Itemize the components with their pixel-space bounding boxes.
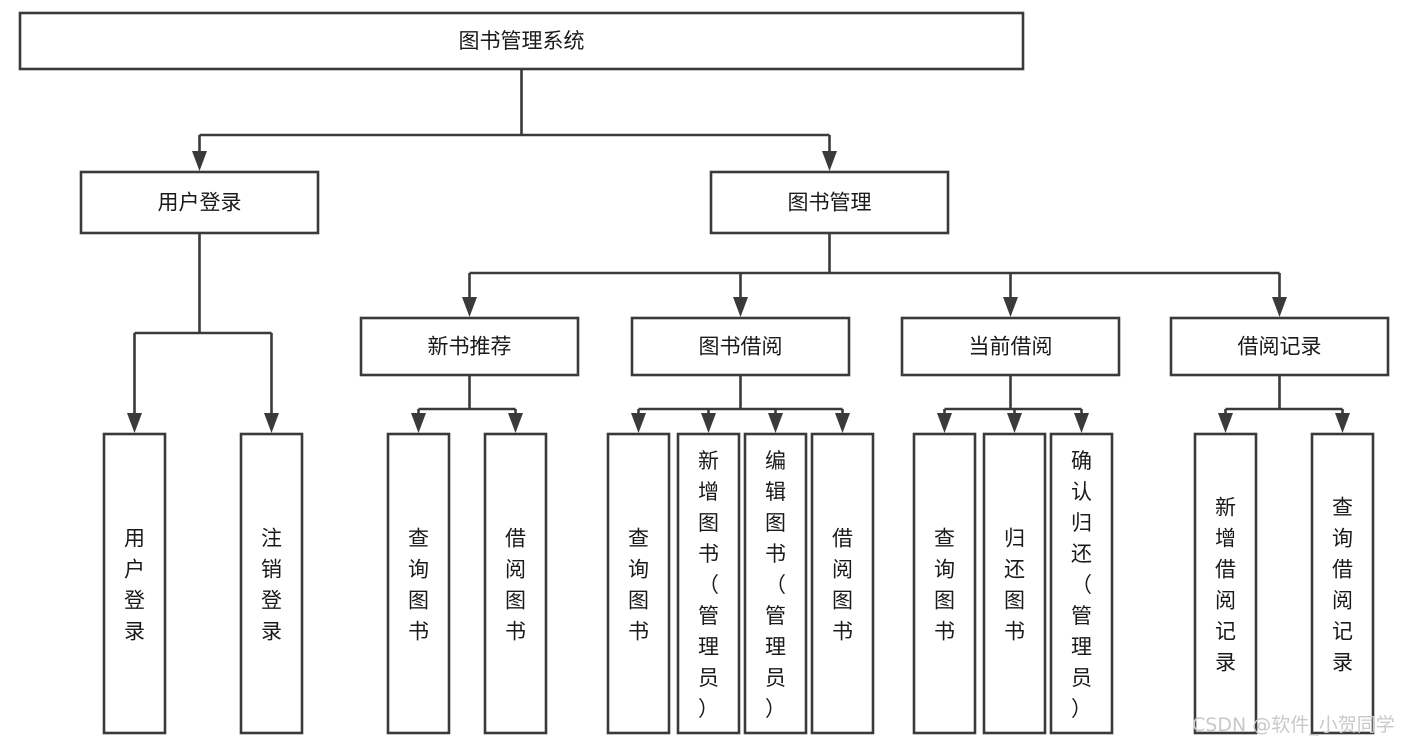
node-new-book-recommend[interactable]: 新书推荐: [359, 316, 580, 377]
arrow-icon-new-book-recommend: [462, 297, 477, 317]
arrow-icon-leaf-add-book: [701, 413, 716, 433]
node-box-root: [18, 11, 1025, 71]
arrow-icon-book-manage: [822, 151, 837, 171]
node-box-borrow-record: [1169, 316, 1390, 377]
node-label-leaf-edit-book: 编辑图书（管理员）: [765, 449, 786, 721]
node-user-login[interactable]: 用户登录: [79, 170, 320, 235]
node-leaf-query-book-current[interactable]: 查询图书: [912, 432, 977, 735]
arrow-icon-leaf-return-book: [1007, 413, 1022, 433]
node-leaf-add-record[interactable]: 新增借阅记录: [1193, 432, 1258, 735]
arrow-icon-leaf-query-book-current: [937, 413, 952, 433]
node-leaf-add-book[interactable]: 新增图书（管理员）: [676, 432, 741, 735]
arrow-icon-leaf-logout: [264, 413, 279, 433]
arrow-icon-leaf-query-book-rec: [411, 413, 426, 433]
edges-layer: [127, 69, 1350, 433]
arrow-icon-leaf-add-record: [1218, 413, 1233, 433]
node-label-leaf-borrow-book: 借阅图书: [832, 527, 853, 644]
node-box-leaf-add-book: [676, 432, 741, 735]
arrow-icon-leaf-edit-book: [768, 413, 783, 433]
node-label-leaf-query-record: 查询借阅记录: [1332, 496, 1353, 675]
node-box-leaf-user-login: [102, 432, 167, 735]
node-box-user-login: [79, 170, 320, 235]
arrow-icon-leaf-user-login: [127, 413, 142, 433]
node-label-user-login: 用户登录: [158, 191, 242, 215]
node-borrow-record[interactable]: 借阅记录: [1169, 316, 1390, 377]
node-label-leaf-query-book-current: 查询图书: [934, 527, 955, 644]
node-root[interactable]: 图书管理系统: [18, 11, 1025, 71]
node-box-leaf-logout: [239, 432, 304, 735]
node-leaf-confirm-return[interactable]: 确认归还（管理员）: [1049, 432, 1114, 735]
node-box-book-manage: [709, 170, 950, 235]
arrow-icon-leaf-borrow-book-rec: [508, 413, 523, 433]
node-label-borrow-record: 借阅记录: [1238, 335, 1322, 359]
node-label-leaf-logout: 注销登录: [261, 527, 282, 644]
arrow-icon-leaf-borrow-book: [835, 413, 850, 433]
node-label-book-manage: 图书管理: [788, 191, 872, 215]
node-leaf-logout[interactable]: 注销登录: [239, 432, 304, 735]
arrow-icon-leaf-query-record: [1335, 413, 1350, 433]
node-label-new-book-recommend: 新书推荐: [428, 335, 512, 359]
node-box-leaf-query-book-current: [912, 432, 977, 735]
node-leaf-query-book-rec[interactable]: 查询图书: [386, 432, 451, 735]
node-box-current-borrow: [900, 316, 1121, 377]
node-label-leaf-return-book: 归还图书: [1004, 527, 1025, 644]
node-leaf-borrow-book-rec[interactable]: 借阅图书: [483, 432, 548, 735]
node-leaf-query-record[interactable]: 查询借阅记录: [1310, 432, 1375, 735]
node-box-leaf-return-book: [982, 432, 1047, 735]
arrow-icon-borrow-record: [1272, 297, 1287, 317]
node-leaf-edit-book[interactable]: 编辑图书（管理员）: [743, 432, 808, 735]
node-box-leaf-query-record: [1310, 432, 1375, 735]
node-label-leaf-user-login: 用户登录: [124, 527, 145, 644]
node-label-current-borrow: 当前借阅: [969, 335, 1053, 359]
node-book-borrow[interactable]: 图书借阅: [630, 316, 851, 377]
nodes-layer: 图书管理系统用户登录图书管理新书推荐图书借阅当前借阅借阅记录用户登录注销登录查询…: [18, 11, 1390, 735]
node-box-leaf-edit-book: [743, 432, 808, 735]
csdn-watermark: CSDN @软件_小贺同学: [1192, 714, 1395, 736]
arrow-icon-user-login: [192, 151, 207, 171]
node-label-leaf-query-book-borrow: 查询图书: [628, 527, 649, 644]
arrow-icon-leaf-query-book-borrow: [631, 413, 646, 433]
node-label-book-borrow: 图书借阅: [699, 335, 783, 359]
node-box-leaf-query-book-borrow: [606, 432, 671, 735]
node-box-book-borrow: [630, 316, 851, 377]
node-box-leaf-add-record: [1193, 432, 1258, 735]
node-book-manage[interactable]: 图书管理: [709, 170, 950, 235]
node-label-leaf-confirm-return: 确认归还（管理员）: [1071, 449, 1092, 721]
arrow-icon-leaf-confirm-return: [1074, 413, 1089, 433]
arrow-icon-book-borrow: [733, 297, 748, 317]
node-box-leaf-borrow-book: [810, 432, 875, 735]
node-leaf-query-book-borrow[interactable]: 查询图书: [606, 432, 671, 735]
node-label-leaf-query-book-rec: 查询图书: [408, 527, 429, 644]
node-label-root: 图书管理系统: [459, 29, 585, 53]
node-label-leaf-add-record: 新增借阅记录: [1215, 496, 1236, 675]
node-label-leaf-borrow-book-rec: 借阅图书: [505, 527, 526, 644]
node-leaf-user-login[interactable]: 用户登录: [102, 432, 167, 735]
node-box-leaf-confirm-return: [1049, 432, 1114, 735]
node-leaf-return-book[interactable]: 归还图书: [982, 432, 1047, 735]
node-box-new-book-recommend: [359, 316, 580, 377]
arrow-icon-current-borrow: [1003, 297, 1018, 317]
node-current-borrow[interactable]: 当前借阅: [900, 316, 1121, 377]
node-label-leaf-add-book: 新增图书（管理员）: [698, 449, 719, 721]
node-box-leaf-query-book-rec: [386, 432, 451, 735]
node-leaf-borrow-book[interactable]: 借阅图书: [810, 432, 875, 735]
node-box-leaf-borrow-book-rec: [483, 432, 548, 735]
